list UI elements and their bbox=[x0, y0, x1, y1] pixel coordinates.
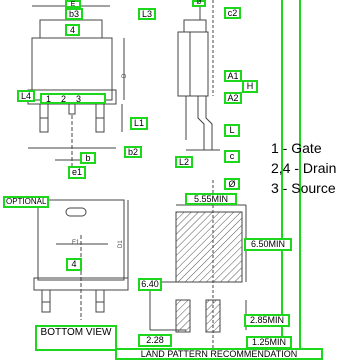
dim-A2-label: A2 bbox=[224, 92, 242, 104]
callout-frame bbox=[281, 0, 301, 356]
dim-b-label: b bbox=[80, 152, 96, 164]
tab-number-4: 4 bbox=[65, 24, 80, 36]
pin-legend-name: Source bbox=[291, 180, 336, 196]
dim-phi-label: Ø bbox=[224, 178, 240, 190]
dim-A1-label: A1 bbox=[224, 70, 242, 82]
dim-L1-label: L1 bbox=[130, 117, 148, 130]
pin-legend-row: 2,4 - Drain bbox=[271, 160, 337, 176]
pin-legend-row: 3 - Source bbox=[271, 180, 336, 196]
pin-legend-row: 1 - Gate bbox=[271, 140, 322, 156]
dim-H-label: H bbox=[242, 80, 258, 93]
dim-E-label: E bbox=[65, 0, 81, 8]
dim-L2-label: L2 bbox=[175, 156, 193, 168]
bottom-view-drawing bbox=[33, 199, 129, 320]
dim-E1-label: E1 bbox=[72, 240, 80, 246]
dim-2-85min-label: 2.85MIN bbox=[244, 314, 290, 327]
dim-D-label: D bbox=[122, 73, 128, 78]
dim-c2-label: c2 bbox=[224, 7, 241, 19]
dim-top-side-label: Ø bbox=[192, 0, 206, 7]
dim-D1-label: D1 bbox=[118, 240, 124, 248]
dim-L4-label: L4 bbox=[17, 90, 35, 102]
dim-b2-label: b2 bbox=[124, 146, 142, 158]
dim-L-label: L bbox=[224, 124, 240, 137]
land-pattern-title: LAND PATTERN RECOMMENDATION bbox=[115, 348, 323, 360]
dim-e1-label: e1 bbox=[68, 166, 86, 179]
pin-numbers-label: 1 2 3 bbox=[40, 93, 106, 104]
bottom-view-title: BOTTOM VIEW bbox=[35, 325, 117, 351]
dim-5-55min-label: 5.55MIN bbox=[185, 193, 237, 205]
side-view bbox=[177, 0, 220, 151]
dim-6-40-label: 6.40 bbox=[138, 278, 162, 291]
pin-legend-number: 1 bbox=[271, 140, 279, 156]
pin-legend-number: 3 bbox=[271, 180, 279, 196]
dim-2-28-label: 2.28 bbox=[138, 334, 172, 347]
dim-c-label: c bbox=[224, 150, 240, 163]
dim-b3-label: b3 bbox=[65, 8, 83, 20]
tab-number-4-bottom: 4 bbox=[66, 258, 82, 271]
pin-legend-name: Drain bbox=[302, 160, 337, 176]
land-pads bbox=[175, 211, 243, 333]
pin-legend-number: 2,4 bbox=[271, 160, 291, 176]
optional-label: OPTIONAL bbox=[3, 196, 49, 208]
dim-L3-label: L3 bbox=[138, 8, 156, 20]
dim-6-50min-label: 6.50MIN bbox=[244, 238, 292, 251]
pin-legend-name: Gate bbox=[291, 140, 322, 156]
